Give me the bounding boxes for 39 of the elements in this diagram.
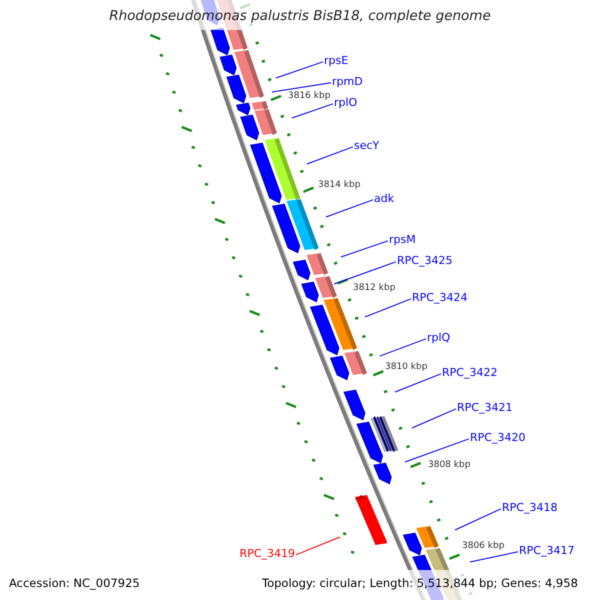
gene-label: RPC_3418 <box>502 501 558 514</box>
gene-label: RPC_3420 <box>470 431 526 444</box>
kbp-label: 3810 kbp <box>385 362 428 372</box>
gene-label: rpsM <box>389 233 416 246</box>
leader-line <box>394 373 442 392</box>
gene-label: RPC_3417 <box>519 544 574 557</box>
gene-label: RPC_3424 <box>412 291 468 304</box>
gene-label: RPC_3425 <box>397 254 452 267</box>
leader-line <box>292 103 334 118</box>
gene-label: secY <box>354 139 380 152</box>
genome-stats-label: Topology: circular; Length: 5,513,844 bp; Genes: 4,958 <box>262 576 578 590</box>
gene-label: RPC_3421 <box>457 401 512 414</box>
leader-line <box>470 551 518 562</box>
leader-line <box>306 146 354 164</box>
leader-line <box>380 338 426 356</box>
leader-line <box>364 298 412 318</box>
kbp-label: 3806 kbp <box>462 541 504 551</box>
gene-label: rplO <box>334 96 358 109</box>
gene-label: RPC_3422 <box>442 366 498 379</box>
leader-line <box>454 508 502 530</box>
gene-label: adk <box>374 192 394 205</box>
kbp-label: 3814 kbp <box>318 180 360 190</box>
leader-line <box>326 199 374 218</box>
map-title: Rhodopseudomonas palustris BisB18, complete genome <box>108 8 492 24</box>
kbp-label: 3808 kbp <box>428 460 470 470</box>
leader-line <box>296 536 340 556</box>
gene-label: rplQ <box>427 331 450 344</box>
gene-label: rpsE <box>324 54 348 67</box>
leader-line <box>404 438 470 462</box>
gene-label: RPC_3419 <box>240 547 295 560</box>
kbp-label: 3816 kbp <box>288 91 330 101</box>
accession-label: Accession: NC_007925 <box>9 576 140 590</box>
kbp-label: 3812 kbp <box>353 283 396 293</box>
gene-label: rpmD <box>332 75 363 88</box>
leader-line <box>272 82 332 92</box>
leader-line <box>334 261 396 284</box>
leader-line <box>340 240 388 258</box>
leader-line <box>276 61 324 78</box>
leader-line <box>412 408 456 428</box>
